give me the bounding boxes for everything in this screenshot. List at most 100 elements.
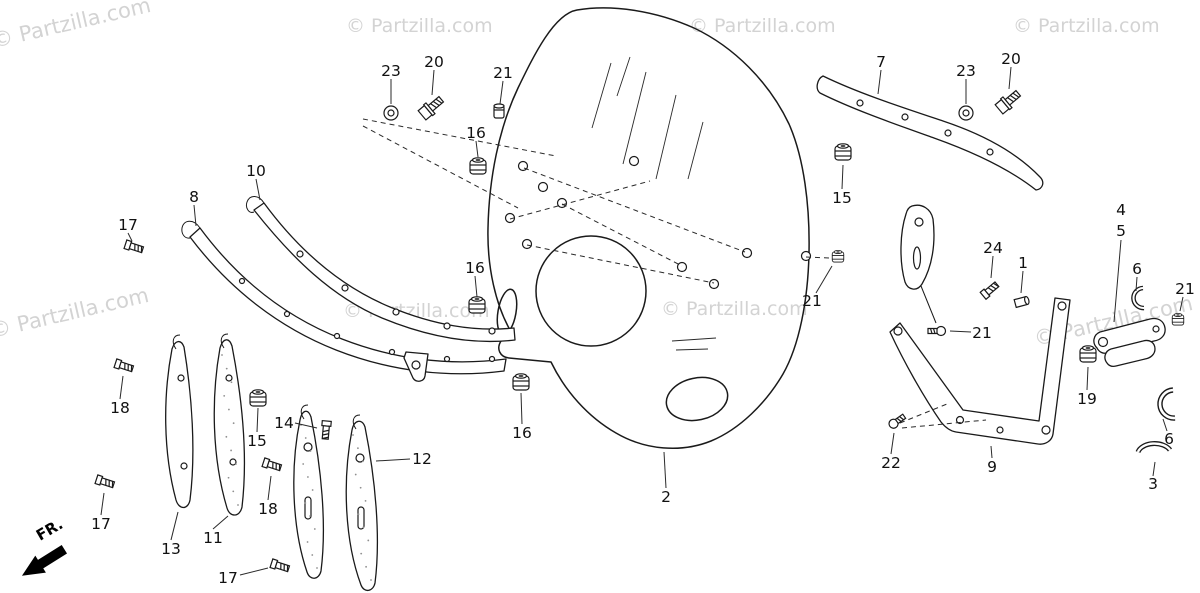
stipple-dot [352, 434, 354, 436]
trim-13-hole [180, 462, 188, 470]
assembly-dashed-line [362, 125, 519, 209]
part-number-8: 8 [189, 188, 199, 206]
stipple-dot [365, 565, 367, 568]
bracket-9-hole [893, 326, 903, 336]
trim-12-left-hook [300, 404, 309, 420]
screw-17 [123, 239, 145, 254]
stipple-dot [357, 513, 360, 515]
garnish-8-hole [283, 310, 291, 318]
trim-12-hole [303, 442, 313, 452]
part-number-15: 15 [247, 432, 267, 450]
leader-line [193, 204, 197, 227]
garnish-tab-hole [411, 360, 421, 370]
bracket-9-arm-connector [920, 285, 937, 324]
screw-17 [269, 558, 291, 573]
stipple-dot [237, 504, 239, 506]
trim-13-hook [172, 334, 181, 350]
stipple-dot [225, 367, 228, 370]
trim-12-slot [357, 506, 365, 530]
stipple-dot [232, 422, 235, 425]
strap-3-inner [1136, 442, 1171, 453]
part-number-5: 5 [1116, 222, 1126, 240]
stay-4-shape [1093, 317, 1166, 354]
bracket-7-hole [986, 148, 994, 156]
garnish-8-hole [238, 277, 246, 285]
leader-line [1113, 239, 1122, 323]
leader-line [431, 69, 435, 96]
leader-line [990, 445, 993, 459]
upper-bracket-7-shape [816, 75, 1044, 191]
stipple-dot [309, 515, 311, 517]
part-number-20: 20 [1001, 50, 1021, 68]
leader-line [239, 567, 269, 576]
part-number-17: 17 [118, 216, 138, 234]
part-number-10: 10 [246, 162, 266, 180]
garnish-10-shape [253, 202, 516, 343]
grommet-16 [468, 296, 486, 314]
part-number-7: 7 [876, 53, 886, 71]
trim-12-right-hook [352, 414, 361, 430]
bracket-7-hole [856, 99, 864, 107]
part-number-17: 17 [218, 569, 238, 587]
screw-17 [94, 474, 116, 489]
trim-11-hook [220, 333, 229, 349]
garnish-10-hole [341, 284, 349, 292]
part-number-21: 21 [802, 292, 822, 310]
bracket-9-arm-hole [914, 217, 924, 227]
stipple-dot [370, 579, 372, 581]
part-number-23: 23 [956, 62, 976, 80]
stipple-dot [357, 447, 359, 450]
clamp-rubber-6-bottom-inner [1158, 388, 1176, 420]
part-number-24: 24 [983, 239, 1003, 257]
washer-23 [958, 105, 974, 121]
flange-bolt-20 [417, 95, 445, 121]
reflection-line [591, 62, 612, 129]
trim-11-hole [229, 458, 237, 466]
screw-18 [261, 457, 283, 472]
watermark-text: © Partzilla.com [0, 0, 153, 53]
well-nut-21 [831, 249, 845, 263]
part-number-11: 11 [203, 529, 223, 547]
bolt-22 [888, 413, 907, 429]
bolt-21 [927, 325, 947, 337]
stipple-dot [306, 541, 309, 543]
part-number-17: 17 [91, 515, 111, 533]
reflection-line [671, 337, 717, 342]
leader-line [474, 275, 478, 298]
stipple-dot [316, 567, 318, 569]
windshield-shape [487, 7, 810, 449]
stipple-dot [228, 408, 230, 411]
part-shapes-layer [165, 7, 1176, 592]
grommet-16 [469, 157, 487, 175]
garnish-10-hole [392, 308, 400, 316]
stipple-dot [359, 486, 362, 489]
trim-12-left-shape [293, 410, 325, 579]
garnish-8-hole [333, 332, 341, 340]
grommet-19 [1079, 345, 1097, 363]
leader-line [119, 375, 124, 400]
leader-line [1008, 66, 1012, 90]
leader-line [890, 432, 895, 455]
reflection-line [687, 121, 704, 180]
windshield-hole [628, 155, 640, 167]
reflection-line [675, 348, 709, 351]
assembly-dashed-line [509, 180, 651, 220]
stipple-dot [313, 528, 316, 530]
leader-line [255, 178, 261, 201]
part-number-14: 14 [274, 414, 294, 432]
stipple-dot [225, 435, 228, 438]
bracket-7-hole [901, 113, 909, 121]
watermark-text: © Partzilla.com [0, 283, 151, 343]
leader-line [1086, 366, 1089, 391]
part-number-9: 9 [987, 458, 997, 476]
grommet-15 [834, 143, 852, 161]
leader-line [663, 451, 667, 489]
assembly-dashed-line [362, 118, 557, 157]
leader-line [294, 422, 318, 429]
reflection-line [622, 71, 647, 165]
well-nut-21 [1171, 312, 1185, 326]
assembly-dashed-line [523, 167, 746, 253]
part-number-4: 4 [1116, 201, 1126, 219]
